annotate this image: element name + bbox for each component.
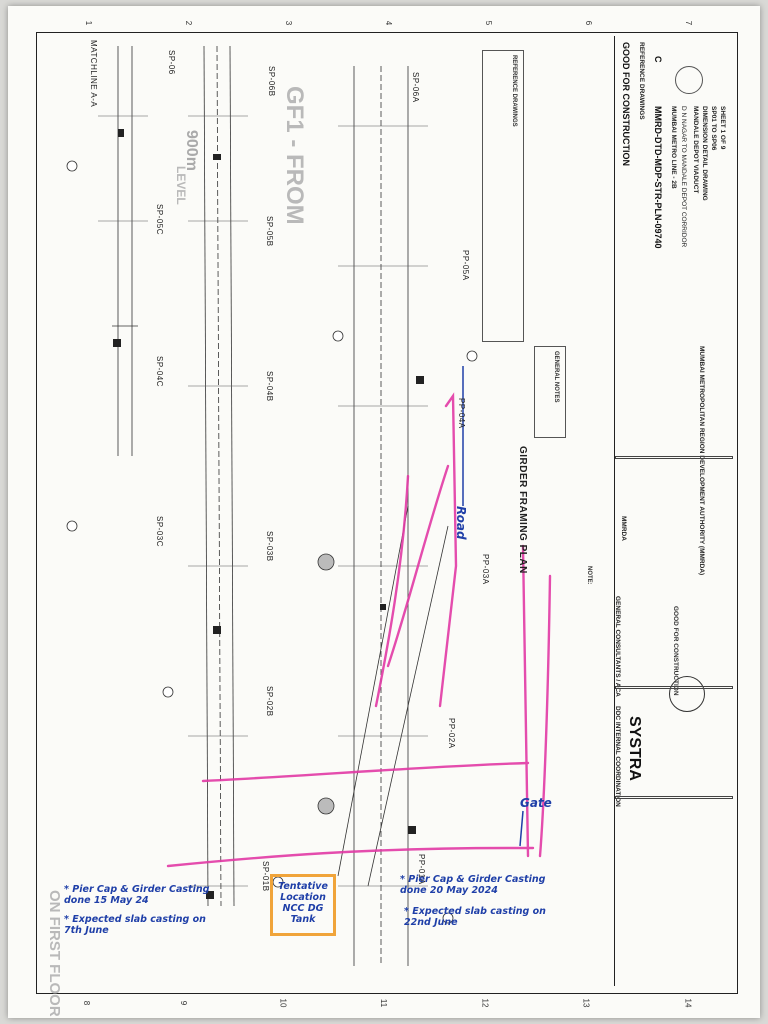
general-notes-box-2: GENERAL NOTES (534, 346, 566, 438)
pier-label: SP-05C (155, 204, 164, 236)
company-logo: SYSTRA (626, 716, 643, 781)
level-text: LEVEL (174, 166, 188, 205)
tb-divider (615, 796, 733, 799)
pier-label: SP-06 (167, 50, 176, 75)
pier-label: SP-02B (265, 686, 274, 717)
ref-drawings-label: REFERENCE DRAWINGS (638, 42, 645, 120)
handwritten-note-left-2: * Expected slab casting on 7th June (64, 914, 206, 936)
title-block: GOOD FOR CONSTRUCTION REFERENCE DRAWINGS… (614, 36, 733, 986)
project-subtitle: D N NAGAR TO MANDALE DEPOT CORRIDOR (680, 106, 687, 248)
drawing-title-line-2: DIMENSION DETAIL DRAWING (701, 106, 708, 201)
tentative-location-box: Tentative Location NCC DG Tank (270, 874, 336, 936)
girder-linework (66, 45, 552, 966)
matchline-label: MATCHLINE A-A (89, 40, 98, 108)
pier-label: PP-03A (481, 554, 490, 585)
consultant-name: GENERAL CONSULTANTS / ACA (614, 596, 621, 697)
gate-label: Gate (520, 796, 552, 810)
mmrda-logo (675, 66, 703, 94)
note-label: NOTE: (586, 566, 592, 585)
pier-label: PP-05A (461, 250, 470, 281)
level-handwritten: 900m (183, 130, 200, 171)
sheet-number: SHEET 1 OF 9 (719, 106, 726, 150)
pier-label: SP-06A (411, 72, 420, 103)
road-label: Road (454, 506, 468, 540)
pier-label: SP-03C (155, 516, 164, 548)
pier-label: PP-04A (457, 398, 466, 429)
handwritten-note-right-2: * Expected slab casting on 22nd June (404, 906, 546, 928)
drawing-title-line-3: SP01 TO SP06 (710, 106, 717, 151)
pier-label: SP-04B (265, 371, 274, 402)
client-name: MMRDA (620, 516, 627, 541)
tb-divider (615, 456, 733, 459)
pier-label: SP-06B (267, 66, 276, 97)
coordination-label: DDC INTERNAL COORDINATION (614, 706, 621, 807)
authority-name: MUMBAI METROPOLITAN REGION DEVELOPMENT A… (698, 346, 705, 576)
drawing-main-title: GIRDER FRAMING PLAN (517, 446, 528, 574)
project-name: MUMBAI METRO LINE - 2B (670, 106, 677, 189)
revision: C (653, 56, 663, 63)
gf-level-text: GF1 - FROM (281, 86, 308, 225)
general-notes-box: REFERENCE DRAWINGS (482, 50, 524, 342)
first-floor-text: ON FIRST FLOOR (46, 890, 63, 1017)
pier-label: SP-03B (265, 531, 274, 562)
pier-label: SP-05B (265, 216, 274, 247)
handwritten-note-right-1: * Pier Cap & Girder Casting done 20 May … (400, 874, 546, 896)
tb-divider (615, 686, 733, 689)
drawing-number: MMRD-DTD-MDP-STR-PLN-09740 (653, 106, 663, 249)
drawing-sheet: 1 2 3 4 5 6 7 8 9 10 11 12 13 14 (8, 6, 760, 1018)
pier-label: SP-04C (155, 356, 164, 388)
pier-label: PP-02A (447, 718, 456, 749)
drawing-title-line-1: MANDALE DEPOT VIADUCT (692, 106, 699, 194)
reference-notes-heading: REFERENCE DRAWINGS (511, 55, 517, 127)
pier-label: SP-01B (261, 861, 270, 892)
drawing-frame (36, 32, 738, 994)
tentative-location-text: Tentative Location NCC DG Tank (278, 881, 328, 925)
seal-stamp (669, 676, 705, 712)
general-notes-heading: GENERAL NOTES (553, 351, 559, 403)
handwritten-note-left-1: * Pier Cap & Girder Casting done 15 May … (64, 884, 210, 906)
good-for-construction-label: GOOD FOR CONSTRUCTION (621, 42, 631, 166)
